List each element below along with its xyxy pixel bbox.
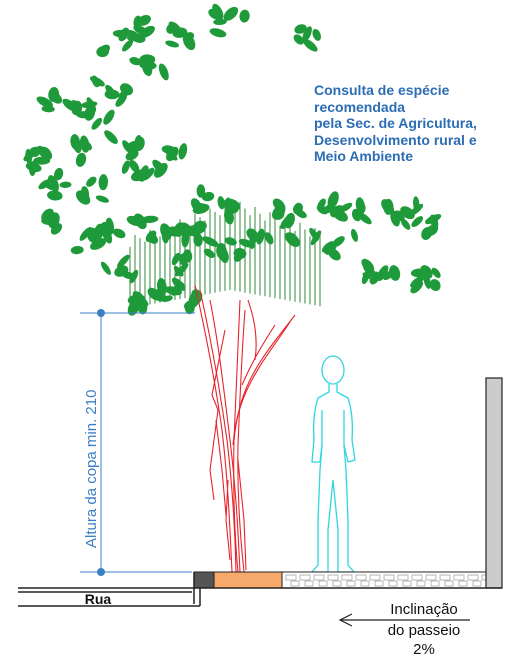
leaf-cluster-icon	[41, 208, 63, 235]
note-line: Desenvolvimento rural e	[314, 131, 477, 148]
tree-trunk	[194, 284, 296, 573]
note-line: Meio Ambiente	[314, 148, 414, 164]
leaf-cluster-icon	[23, 145, 53, 176]
leaf-cluster-icon	[410, 265, 441, 294]
building-wall	[485, 377, 503, 589]
arrow-left-icon	[338, 613, 470, 627]
leaf-cluster-icon	[104, 130, 145, 161]
leaf-cluster-icon	[75, 174, 109, 205]
leaf-cluster-icon	[233, 228, 274, 262]
leaf-cluster-icon	[121, 160, 155, 182]
slope-label-line3: 2%	[413, 641, 435, 656]
leaf-cluster-icon	[97, 215, 144, 244]
leaf-cluster-icon	[280, 212, 322, 247]
leaf-cluster-icon	[316, 191, 348, 222]
leaf-cluster-icon	[221, 197, 241, 225]
leaf-cluster-icon	[38, 167, 72, 201]
note-line: recomendada	[314, 98, 406, 115]
foliage-leaves	[23, 3, 442, 316]
leaf-cluster-icon	[76, 97, 115, 130]
leaf-cluster-icon	[70, 223, 107, 255]
leaf-cluster-icon	[293, 24, 321, 52]
leaf-cluster-icon	[36, 87, 83, 116]
leaf-cluster-icon	[167, 220, 207, 238]
leaf-cluster-icon	[272, 198, 307, 220]
leaf-cluster-icon	[89, 75, 133, 107]
leaf-cluster-icon	[361, 258, 401, 285]
species-consultation-note: Consulta de espécie recomendada pela Sec…	[314, 82, 519, 165]
slope-label-line2: do passeio	[388, 622, 461, 639]
leaf-cluster-icon	[208, 3, 250, 38]
leaf-cluster-icon	[156, 263, 189, 296]
dimension-point-bottom	[97, 568, 105, 576]
sidewalk-section	[18, 377, 503, 607]
leaf-cluster-icon	[321, 228, 359, 261]
leaf-cluster-icon	[100, 254, 139, 284]
note-line: pela Sec. de Agricultura,	[314, 115, 477, 131]
leaf-cluster-icon	[381, 196, 424, 230]
leaf-cluster-icon	[70, 134, 92, 167]
leaf-cluster-icon	[129, 54, 169, 81]
dimension-point-top	[97, 309, 105, 317]
leaf-cluster-icon	[411, 214, 442, 240]
curb	[193, 571, 215, 589]
street-label: Rua	[85, 591, 112, 607]
leaf-cluster-icon	[152, 143, 188, 178]
leaf-cluster-icon	[165, 21, 196, 51]
leaf-cluster-icon	[190, 184, 226, 215]
note-line: Consulta de espécie	[314, 82, 450, 98]
leaf-cluster-icon	[133, 213, 172, 244]
tree-pit	[213, 571, 283, 589]
leaf-cluster-icon	[338, 197, 372, 225]
leaf-cluster-icon	[202, 236, 237, 264]
person-silhouette-icon	[310, 355, 356, 573]
slope-label-line1: Inclinação	[390, 601, 458, 618]
canopy-height-dimension	[80, 309, 195, 576]
leaf-cluster-icon	[127, 14, 155, 43]
dimension-label: Altura da copa min. 210	[83, 390, 100, 548]
leaf-cluster-icon	[160, 289, 203, 315]
